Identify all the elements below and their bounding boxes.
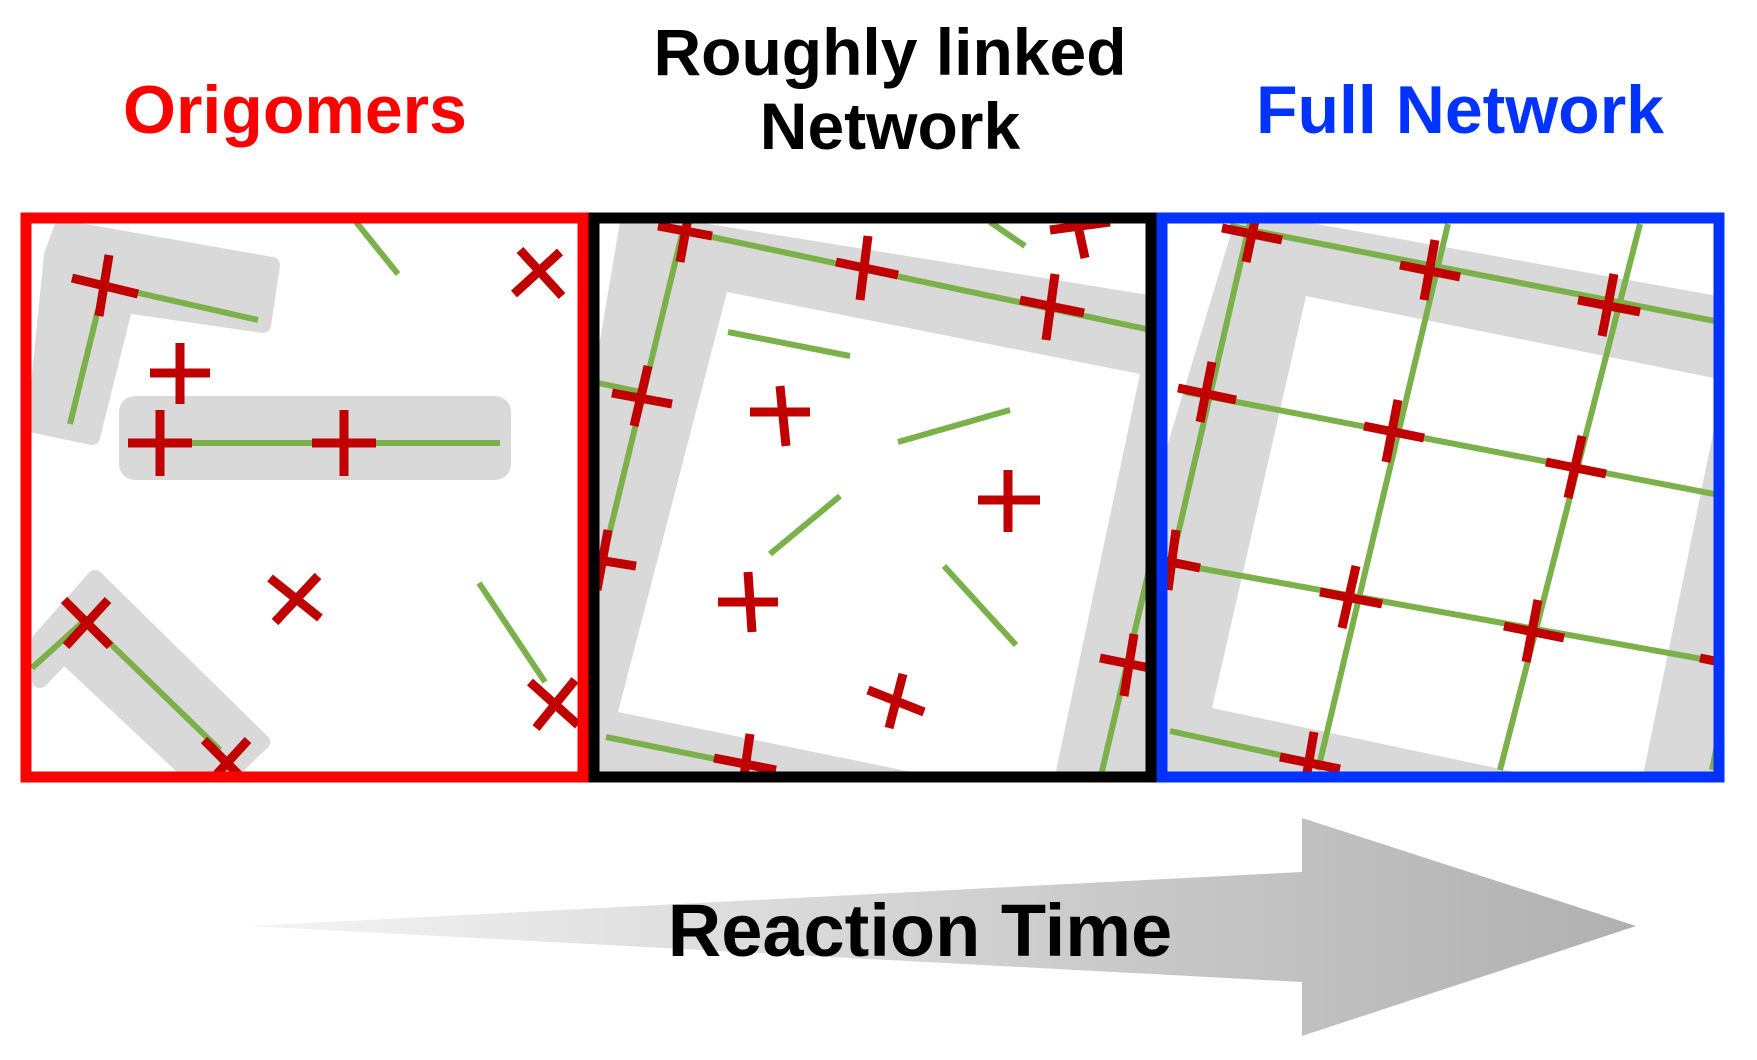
- heading-roughly-linked-network: Roughly linked Network: [653, 15, 1127, 163]
- panel-roughly-linked: [588, 212, 1157, 783]
- panel-frame-roughly-linked: [588, 212, 1157, 783]
- cluster-backgrounds: [1162, 218, 1719, 777]
- panel-frame-full-network: [1156, 212, 1725, 783]
- reaction-time-arrow: [250, 818, 1636, 1036]
- panel-full-network: [1156, 212, 1725, 783]
- arrow-label-reaction-time: Reaction Time: [667, 889, 1173, 972]
- panel-origomers: [20, 212, 589, 783]
- crosslinkers: [1162, 218, 1719, 777]
- cluster-backgrounds: [594, 218, 1151, 777]
- cluster-backgrounds: [27, 220, 511, 777]
- heading-full-network: Full Network: [1255, 72, 1665, 148]
- panel-frame-origomers: [20, 212, 589, 783]
- crosslinkers: [60, 246, 582, 777]
- heading-origomers: Origomers: [123, 72, 467, 148]
